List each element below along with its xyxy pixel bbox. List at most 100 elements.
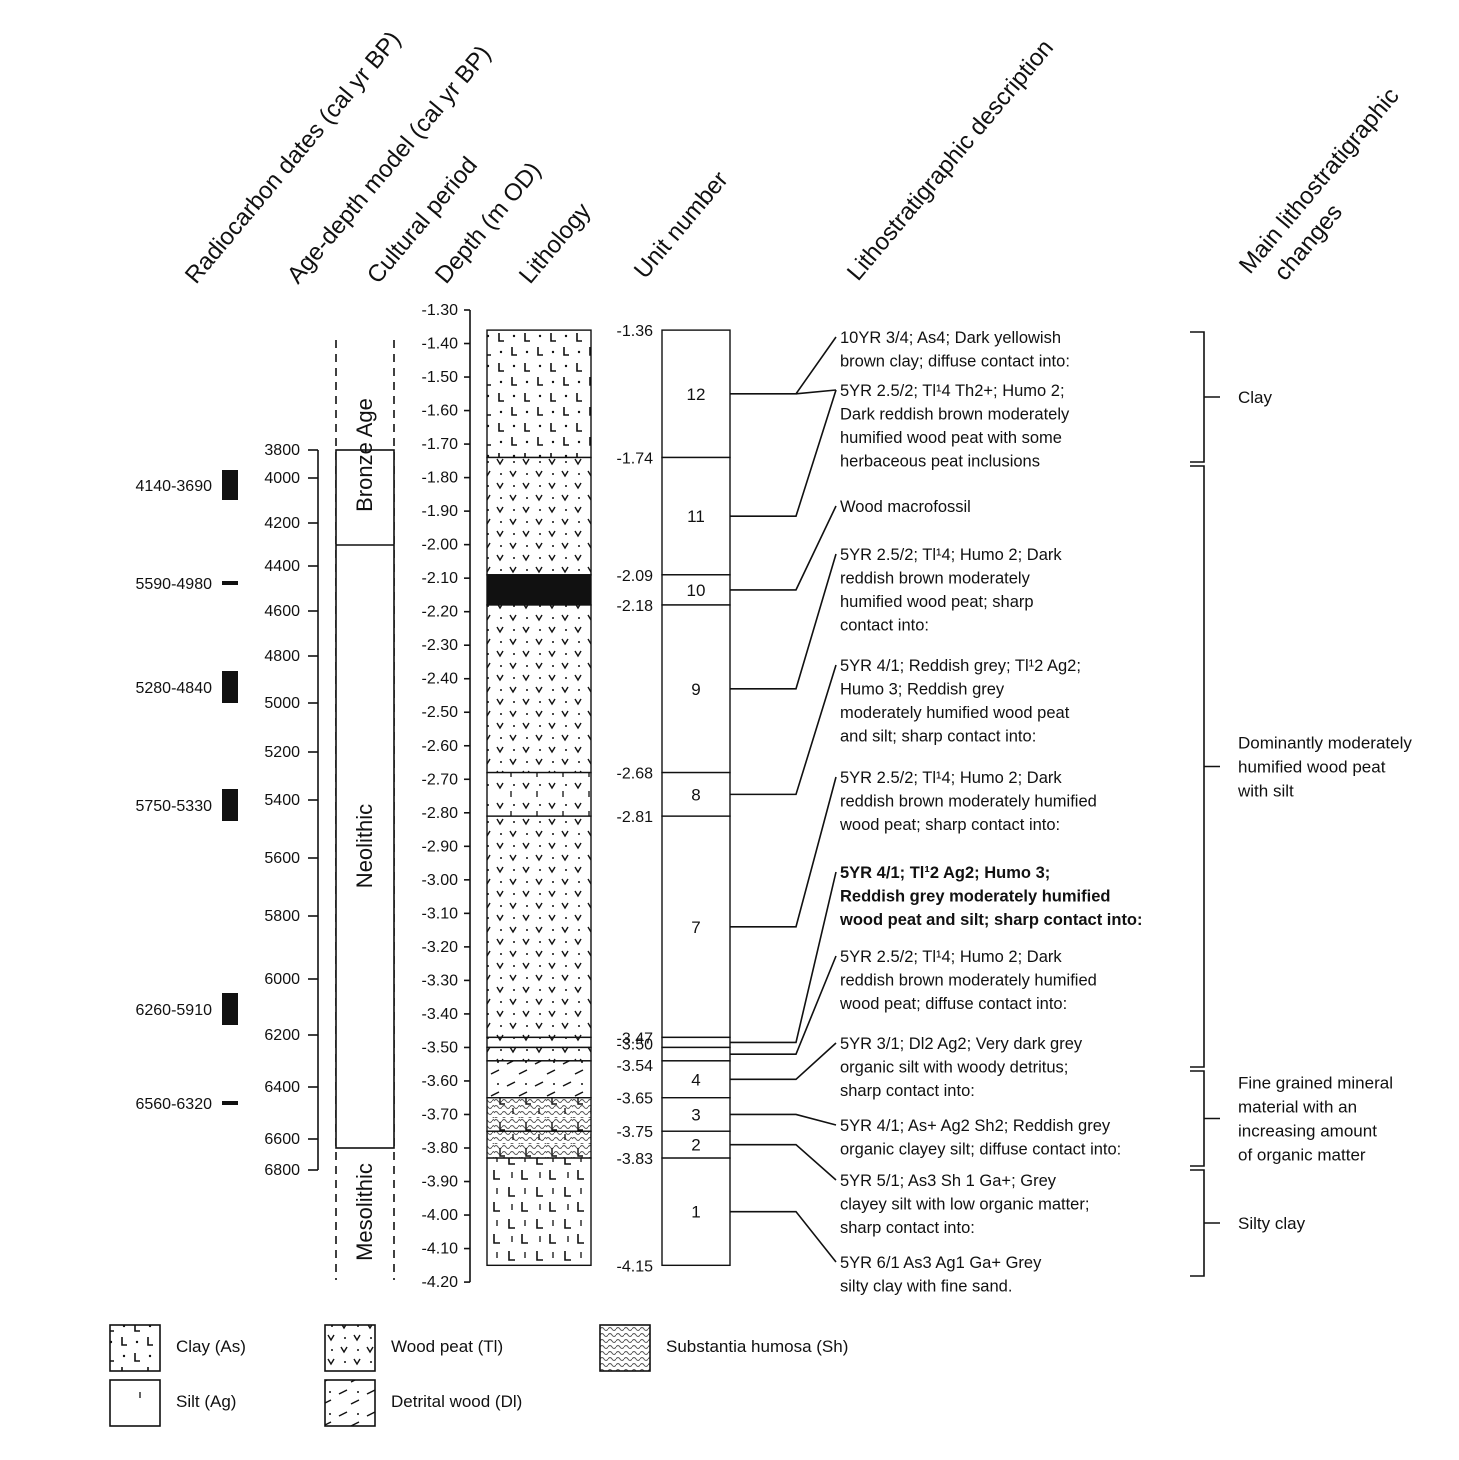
unit-leader-line: [730, 955, 837, 1055]
main-change-text: Dominantly moderately: [1238, 734, 1412, 753]
age-tick-label: 6600: [264, 1131, 300, 1148]
boundary-depth-label: -1.36: [617, 323, 654, 340]
main-change-text: Silty clay: [1238, 1214, 1306, 1233]
lithology-layer: [486, 815, 592, 1039]
depth-tick-label: -2.00: [422, 537, 459, 554]
boundary-depth-label: -3.75: [617, 1124, 654, 1141]
radiocarbon-date-bar: [222, 581, 238, 585]
unit-box: [661, 1046, 731, 1062]
age-tick-label: 5000: [264, 695, 300, 712]
lithology-layer: [486, 1097, 592, 1132]
unit-leader-line: [730, 389, 837, 517]
unit-number-label: 9: [691, 680, 700, 699]
description-line: sharp contact into:: [840, 1082, 975, 1100]
main-change-text: Clay: [1238, 388, 1273, 407]
unit-number-label: 11: [687, 507, 705, 526]
lithology-layer: [486, 604, 592, 774]
cultural-period-label: Mesolithic: [352, 1163, 377, 1261]
radiocarbon-date-bar: [222, 470, 238, 500]
description-line: wood peat; diffuse contact into:: [839, 995, 1067, 1013]
depth-tick-label: -4.00: [422, 1207, 459, 1224]
main-change-text: with silt: [1237, 782, 1294, 801]
radiocarbon-date-label: 5750-5330: [135, 798, 212, 815]
main-change-text: material with an: [1238, 1098, 1357, 1117]
description-line: contact into:: [840, 617, 929, 635]
radiocarbon-date-label: 6560-6320: [135, 1096, 212, 1113]
description-line: 5YR 3/1; Dl2 Ag2; Very dark grey: [840, 1035, 1083, 1053]
unit-leader-line: [730, 336, 837, 395]
age-tick-label: 4200: [264, 515, 300, 532]
age-tick-label: 4800: [264, 648, 300, 665]
legend-swatch: [324, 1324, 376, 1372]
main-change-text: Fine grained mineral: [1238, 1074, 1393, 1093]
depth-tick-label: -4.20: [422, 1274, 459, 1291]
description-line: humified wood peat with some: [840, 429, 1062, 447]
unit-box: [661, 815, 731, 1039]
boundary-depth-label: -2.81: [617, 809, 654, 826]
depth-tick-label: -1.40: [422, 336, 459, 353]
unit-leader-line: [730, 776, 837, 928]
age-tick-label: 3800: [264, 442, 300, 459]
radiocarbon-date-label: 5280-4840: [135, 680, 212, 697]
age-tick-label: 4600: [264, 603, 300, 620]
depth-tick-label: -3.10: [422, 905, 459, 922]
radiocarbon-date-bar: [222, 1101, 238, 1105]
main-change-text: increasing amount: [1238, 1122, 1377, 1141]
boundary-depth-label: -2.09: [617, 568, 654, 585]
unit-number-label: 2: [691, 1136, 700, 1155]
boundary-depth-label: -1.74: [617, 450, 654, 467]
depth-tick-label: -2.90: [422, 838, 459, 855]
main-change-bracket: [1190, 331, 1220, 463]
depth-tick-label: -2.20: [422, 604, 459, 621]
depth-tick-label: -3.60: [422, 1073, 459, 1090]
boundary-depth-label: -3.54: [617, 1058, 654, 1075]
depth-tick-label: -1.80: [422, 470, 459, 487]
description-line: wood peat; sharp contact into:: [839, 816, 1060, 834]
depth-tick-label: -2.10: [422, 570, 459, 587]
description-line: clayey silt with low organic matter;: [840, 1196, 1089, 1214]
age-tick-label: 4400: [264, 558, 300, 575]
description-line: Humo 3; Reddish grey: [840, 681, 1005, 699]
age-depth-axis: 3800400042004400460048005000520054005600…: [264, 442, 319, 1179]
description-line: 5YR 2.5/2; Tl¹4 Th2+; Humo 2;: [840, 382, 1065, 400]
description-line: reddish brown moderately: [840, 570, 1031, 588]
description-line: organic silt with woody detritus;: [840, 1059, 1068, 1077]
description-line: 10YR 3/4; As4; Dark yellowish: [840, 329, 1061, 347]
age-tick-label: 4000: [264, 470, 300, 487]
depth-tick-label: -3.40: [422, 1006, 459, 1023]
description-line: reddish brown moderately humified: [840, 972, 1097, 990]
header-lithology: Lithology: [514, 198, 596, 289]
unit-number-label: 4: [691, 1070, 700, 1089]
main-change-text: of organic matter: [1238, 1146, 1366, 1165]
main-change-text: humified wood peat: [1238, 758, 1386, 777]
description-line: 5YR 2.5/2; Tl¹4; Humo 2; Dark: [840, 769, 1062, 787]
depth-tick-label: -1.70: [422, 436, 459, 453]
unit-leader-line: [730, 1210, 837, 1263]
description-line: brown clay; diffuse contact into:: [840, 353, 1070, 371]
age-tick-label: 5200: [264, 744, 300, 761]
radiocarbon-date-label: 5590-4980: [135, 576, 212, 593]
description-line: organic clayey silt; diffuse contact int…: [840, 1141, 1121, 1159]
cultural-period-label: Neolithic: [352, 804, 377, 888]
unit-number-label: 3: [691, 1105, 700, 1124]
age-tick-label: 6400: [264, 1079, 300, 1096]
description-line: Wood macrofossil: [840, 498, 971, 516]
lithology-layer: [486, 1130, 592, 1159]
legend-swatch: [599, 1324, 651, 1372]
legend-label: Silt (Ag): [176, 1392, 236, 1411]
unit-box: [661, 771, 731, 817]
description-line: Dark reddish brown moderately: [840, 406, 1070, 424]
main-change-bracket: [1190, 465, 1220, 1068]
unit-box: [661, 1130, 731, 1159]
unit-box: [661, 1036, 731, 1049]
depth-tick-label: -2.50: [422, 704, 459, 721]
depth-tick-label: -2.40: [422, 671, 459, 688]
description-line: moderately humified wood peat: [840, 704, 1070, 722]
description-line: silty clay with fine sand.: [840, 1278, 1012, 1296]
description-line: 5YR 5/1; As3 Sh 1 Ga+; Grey: [840, 1172, 1057, 1190]
unit-number-label: 7: [691, 918, 700, 937]
cultural-period-label: Bronze Age: [352, 398, 377, 512]
depth-tick-label: -3.20: [422, 939, 459, 956]
